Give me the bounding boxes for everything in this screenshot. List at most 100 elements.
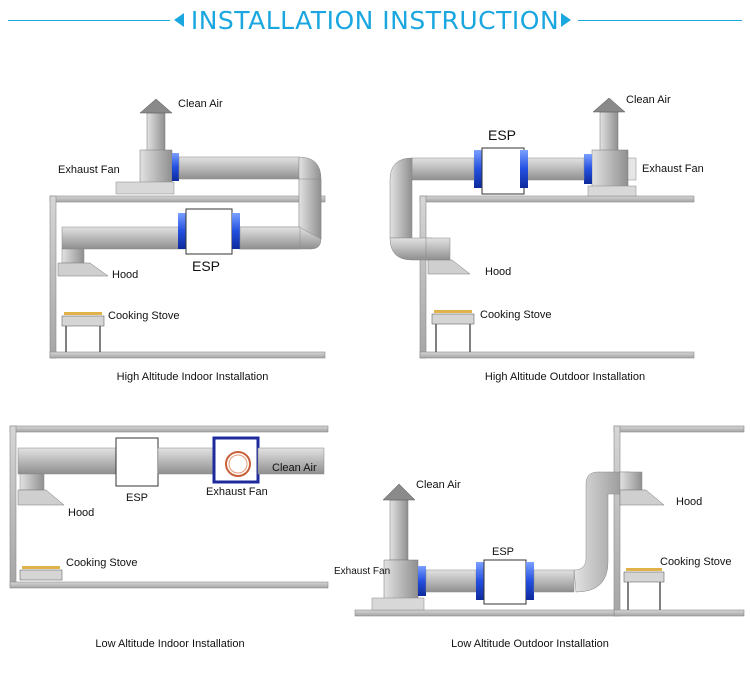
ceiling-slab (49, 195, 326, 203)
chimney-pipe (389, 499, 409, 561)
duct-middle (157, 447, 215, 475)
esp-unit (481, 147, 525, 195)
label-hood: Hood (485, 266, 512, 278)
label-hood: Hood (68, 507, 95, 519)
cooking-stove-icon (431, 313, 475, 325)
esp-outlet-ring (520, 150, 528, 188)
stove-flame (64, 312, 102, 315)
label-esp: ESP (492, 546, 515, 558)
caption-high-altitude-outdoor: High Altitude Outdoor Installation (484, 371, 646, 383)
duct-left (17, 447, 117, 475)
hood-icon (427, 259, 471, 275)
ceiling-slab (613, 425, 745, 433)
floor-slab (613, 609, 745, 617)
label-clean-air: Clean Air (272, 462, 317, 474)
exhaust-fan-icon (225, 451, 251, 477)
label-clean-air: Clean Air (626, 94, 671, 106)
exhaust-fan-body (591, 149, 629, 189)
label-exhaust-fan: Exhaust Fan (334, 566, 391, 577)
caption-high-altitude-indoor: High Altitude Indoor Installation (116, 371, 269, 383)
hood-icon (17, 489, 65, 506)
label-esp: ESP (488, 127, 517, 143)
stove-flame (434, 310, 472, 313)
side-wall (419, 195, 427, 359)
esp-inlet-ring (178, 213, 186, 249)
page-title: INSTALLATION INSTRUCTION (190, 6, 560, 35)
esp-outlet-ring (232, 213, 240, 249)
fan-base (115, 181, 175, 195)
label-exhaust-fan: Exhaust Fan (642, 163, 704, 175)
fan-motor (627, 157, 637, 181)
caption-low-altitude-indoor: Low Altitude Indoor Installation (95, 638, 245, 650)
label-exhaust-fan: Exhaust Fan (206, 486, 268, 498)
cooking-stove-icon (19, 569, 63, 581)
label-clean-air: Clean Air (416, 479, 461, 491)
diagram-high-altitude-outdoor (389, 97, 695, 359)
roof-duct-left (411, 157, 475, 181)
floor-slab (419, 351, 695, 359)
floor-slab (9, 581, 329, 589)
roof-duct-right (519, 157, 585, 181)
fan-base (587, 185, 637, 197)
duct-to-esp (425, 569, 477, 593)
stove-flame (626, 568, 662, 571)
exhaust-fan-panel (212, 436, 260, 484)
header-rule-left (8, 20, 170, 21)
interior-duct-left (61, 226, 185, 250)
esp-outlet-ring (526, 562, 534, 600)
label-hood: Hood (676, 496, 703, 508)
header-right-arrow-icon (561, 13, 571, 27)
fan-outlet-ring (172, 153, 179, 181)
roof-duct (178, 156, 300, 180)
rising-duct (573, 471, 631, 593)
cooking-stove-icon (623, 571, 665, 583)
chimney-pipe (146, 112, 166, 154)
fan-base (371, 597, 425, 611)
esp-unit (483, 559, 527, 605)
label-cooking-stove: Cooking Stove (480, 309, 552, 321)
roof-slab (419, 195, 695, 203)
fan-inlet-ring (584, 154, 592, 184)
hood-neck (19, 473, 45, 491)
caption-low-altitude-outdoor: Low Altitude Outdoor Installation (451, 638, 609, 650)
chimney-cap-icon (592, 97, 626, 113)
chimney-cap-icon (139, 98, 173, 114)
label-esp: ESP (192, 258, 221, 274)
stove-flame (22, 566, 60, 569)
label-esp: ESP (126, 492, 149, 504)
chimney-cap-icon (382, 483, 416, 501)
outside-elbow (389, 157, 413, 239)
ceiling-slab (9, 425, 329, 433)
esp-inlet-ring (476, 562, 484, 600)
label-cooking-stove: Cooking Stove (660, 556, 732, 568)
floor-slab (49, 351, 326, 359)
exhaust-fan-body (383, 559, 419, 601)
label-cooking-stove: Cooking Stove (108, 310, 180, 322)
side-wall (9, 425, 17, 587)
hood-neck (61, 248, 85, 264)
label-clean-air: Clean Air (178, 98, 223, 110)
exhaust-fan-body (139, 149, 173, 187)
label-hood: Hood (112, 269, 139, 281)
chimney-pipe (599, 111, 619, 153)
esp-unit (185, 208, 233, 255)
diagram-low-altitude-indoor (9, 425, 329, 589)
hood-icon (619, 489, 665, 506)
interior-duct-right (239, 226, 301, 250)
header-rule-right (578, 20, 742, 21)
header-left-arrow-icon (174, 13, 184, 27)
esp-unit (115, 437, 159, 487)
hood-neck (619, 471, 643, 491)
ground-slab (354, 609, 615, 617)
fan-outlet-ring (418, 566, 426, 596)
label-cooking-stove: Cooking Stove (66, 557, 138, 569)
duct-right (257, 447, 325, 475)
label-exhaust-fan: Exhaust Fan (58, 164, 120, 176)
diagram-low-altitude-outdoor (354, 425, 745, 617)
hood-icon (57, 262, 109, 277)
esp-inlet-ring (474, 150, 482, 188)
cooking-stove-icon (61, 315, 105, 327)
side-wall (613, 425, 621, 617)
